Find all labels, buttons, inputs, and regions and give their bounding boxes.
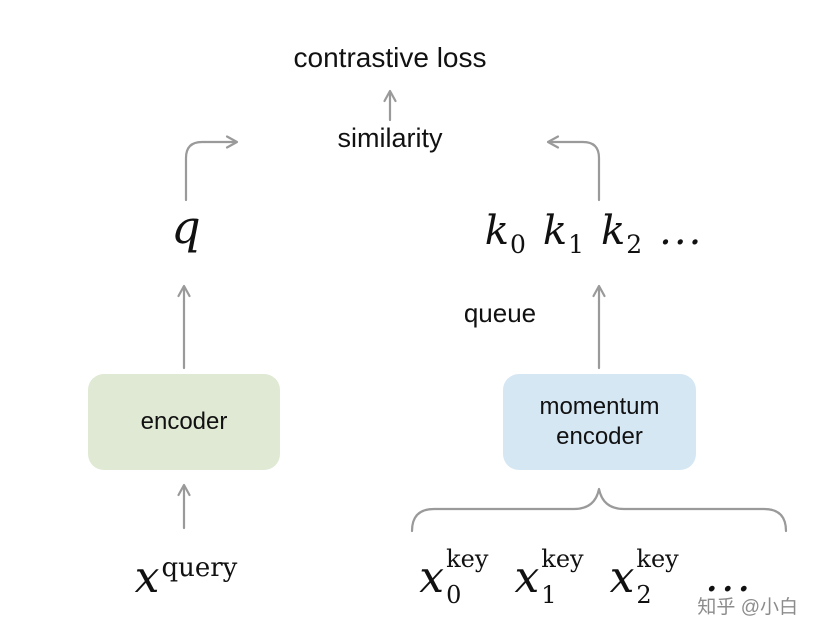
math-script-stack: key 0 bbox=[446, 546, 488, 608]
encoder-box-label: encoder bbox=[140, 408, 228, 435]
math-sub: 2 bbox=[636, 581, 652, 609]
similarity-label: similarity bbox=[337, 123, 443, 153]
math-sub: 2 bbox=[626, 230, 643, 259]
math-sub: 1 bbox=[568, 230, 584, 259]
q-symbol: q bbox=[171, 200, 201, 254]
x-key-symbol: x key 2 bbox=[610, 546, 679, 608]
math-base: x bbox=[514, 551, 540, 603]
keys-to-similarity-arrow bbox=[546, 135, 601, 202]
math-base: k bbox=[542, 208, 568, 254]
momentum-encoder-box: momentum encoder bbox=[503, 374, 696, 470]
math-script-stack: key 1 bbox=[541, 546, 583, 608]
math-base: x bbox=[609, 551, 635, 603]
key-symbol: k0 bbox=[485, 208, 526, 259]
key-symbols-row: k0 k1 k2 ... bbox=[485, 208, 704, 259]
encoder-box: encoder bbox=[88, 374, 280, 470]
math-base: x bbox=[134, 552, 160, 603]
math-sub: 0 bbox=[446, 581, 462, 609]
momentum-encoder-label-line1: momentum bbox=[539, 393, 660, 420]
x-key-symbols-row: x key 0 x key 1 x key 2 ... bbox=[419, 546, 752, 608]
math-base: x bbox=[419, 551, 445, 603]
math-sup: key bbox=[541, 545, 584, 573]
keys-brace bbox=[410, 487, 788, 533]
keys-ellipsis: ... bbox=[659, 208, 704, 254]
x-query-symbol: xquery bbox=[135, 552, 238, 603]
contrastive-loss-label: contrastive loss bbox=[293, 42, 487, 73]
math-sup: key bbox=[636, 545, 679, 573]
math-sup: key bbox=[446, 545, 489, 573]
math-sub: 0 bbox=[509, 230, 526, 259]
queue-label: queue bbox=[463, 298, 537, 328]
math-sup: query bbox=[161, 553, 238, 583]
momentum-encoder-label-line2: encoder bbox=[556, 423, 643, 450]
x-key-symbol: x key 0 bbox=[419, 546, 488, 608]
q-to-similarity-arrow bbox=[184, 135, 239, 202]
key-symbol: k2 bbox=[601, 208, 642, 259]
x-keys-ellipsis: ... bbox=[704, 551, 753, 602]
watermark: 知乎 @小白 bbox=[697, 597, 798, 618]
math-script-stack: key 2 bbox=[636, 546, 678, 608]
math-sub: 1 bbox=[541, 581, 557, 609]
x-key-symbol: x key 1 bbox=[514, 546, 583, 608]
key-symbol: k1 bbox=[543, 208, 584, 259]
math-base: k bbox=[601, 208, 626, 254]
math-base: k bbox=[484, 208, 509, 254]
